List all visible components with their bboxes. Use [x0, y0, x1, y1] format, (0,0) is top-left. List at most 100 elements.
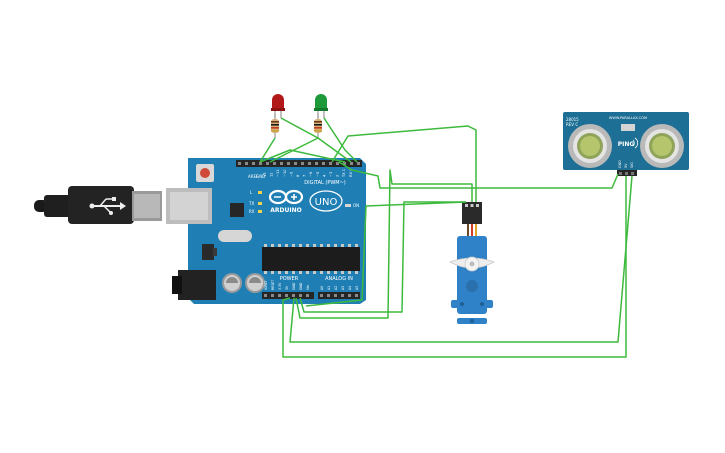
- power-pin-hole[interactable]: [299, 294, 302, 297]
- wire-servo-5v[interactable]: [295, 169, 473, 319]
- power-pin-hole[interactable]: [306, 294, 309, 297]
- wire-servo-gnd[interactable]: [299, 201, 466, 313]
- digital-pin-hole[interactable]: [280, 162, 283, 165]
- digital-pin-hole[interactable]: [343, 162, 346, 165]
- tx-led: [258, 202, 262, 205]
- sensor-pin-label: 5V: [624, 163, 628, 168]
- power-pin-label: IOREF: [264, 280, 268, 290]
- uno-badge: UNO: [309, 190, 343, 212]
- chip-pin: [292, 244, 295, 247]
- chip-pin: [327, 271, 330, 274]
- analog-pin-hole[interactable]: [327, 294, 330, 297]
- digital-pin-label: RX 0: [349, 168, 353, 177]
- digital-pin-hole[interactable]: [259, 162, 262, 165]
- digital-pin-hole[interactable]: [301, 162, 304, 165]
- power-pin-label: RESET: [271, 280, 275, 290]
- green-led[interactable]: [314, 94, 328, 118]
- digital-pin-label: ~9: [289, 171, 293, 177]
- digital-pin-hole[interactable]: [357, 162, 360, 165]
- wire-green-resistor-to-gnd[interactable]: [269, 137, 319, 163]
- arduino-brand-label: ARDUINO: [270, 207, 301, 214]
- power-pin-hole[interactable]: [278, 294, 281, 297]
- power-pin-hole[interactable]: [292, 294, 295, 297]
- analog-pin-hole[interactable]: [334, 294, 337, 297]
- wire-pin-to-servo-signal[interactable]: [331, 125, 477, 202]
- servo-motor[interactable]: [449, 202, 495, 324]
- chip-pin: [285, 271, 288, 274]
- wires: [259, 117, 633, 358]
- chip-pin: [299, 271, 302, 274]
- wire-ping-gnd[interactable]: [289, 175, 633, 343]
- analog-pin-label: A5: [355, 286, 359, 290]
- chip-pin: [341, 271, 344, 274]
- resistor-green-led[interactable]: [314, 114, 322, 138]
- voltage-regulator: [202, 244, 214, 260]
- digital-pin-label: 7: [303, 175, 307, 177]
- dc-power-jack[interactable]: [178, 270, 216, 300]
- power-header-label: POWER: [280, 276, 299, 282]
- arduino-logo-icon: [268, 189, 304, 205]
- chip-pin: [271, 244, 274, 247]
- digital-header[interactable]: [236, 160, 362, 167]
- chip-pin: [306, 244, 309, 247]
- digital-pin-hole[interactable]: [273, 162, 276, 165]
- digital-pin-label: ~3: [329, 172, 333, 177]
- digital-pin-hole[interactable]: [329, 162, 332, 165]
- servo-mount-tab: [451, 300, 493, 308]
- analog-pin-label: A3: [341, 286, 345, 290]
- digital-pin-hole[interactable]: [266, 162, 269, 165]
- resistor-red-led[interactable]: [271, 114, 279, 138]
- sensor-brand-label: WWW.PARALLAX.COM: [609, 116, 647, 120]
- chip-pin: [313, 244, 316, 247]
- servo-horn[interactable]: [449, 256, 495, 272]
- wire-ping-sig[interactable]: [338, 161, 619, 189]
- wire-servo-extra[interactable]: [305, 201, 467, 307]
- wire-gnd-rail[interactable]: [259, 149, 346, 163]
- l-label: L: [250, 190, 253, 195]
- power-pin-label: Vin: [306, 285, 310, 290]
- power-pin-hole[interactable]: [264, 294, 267, 297]
- capacitor-2: [245, 273, 265, 293]
- digital-pin-hole[interactable]: [336, 162, 339, 165]
- analog-pin-hole[interactable]: [341, 294, 344, 297]
- chip-pin: [299, 244, 302, 247]
- analog-header[interactable]: [318, 292, 360, 299]
- digital-pin-label: ~10: [283, 169, 287, 177]
- sensor-pin-label: SIG: [630, 162, 634, 168]
- digital-pin-label: 13: [263, 172, 267, 177]
- atmega-chip: [262, 247, 360, 271]
- digital-pin-hole[interactable]: [287, 162, 290, 165]
- usb-cable[interactable]: [34, 186, 162, 224]
- power-pin-label: 5V: [285, 285, 289, 290]
- chip-pin: [285, 244, 288, 247]
- digital-pin-hole[interactable]: [322, 162, 325, 165]
- digital-pin-hole[interactable]: [315, 162, 318, 165]
- on-label: ON: [353, 203, 359, 208]
- digital-pin-hole[interactable]: [294, 162, 297, 165]
- wire-green-led-to-pin[interactable]: [323, 117, 358, 163]
- digital-pin-hole[interactable]: [238, 162, 241, 165]
- red-led[interactable]: [271, 94, 285, 118]
- digital-pin-hole[interactable]: [252, 162, 255, 165]
- wire-ping-5v[interactable]: [282, 176, 627, 358]
- part-number-label: 28015: [566, 117, 579, 122]
- l-led: [258, 191, 262, 194]
- analog-pin-hole[interactable]: [355, 294, 358, 297]
- power-pin-hole[interactable]: [271, 294, 274, 297]
- digital-pin-hole[interactable]: [350, 162, 353, 165]
- analog-pin-hole[interactable]: [348, 294, 351, 297]
- power-pin-hole[interactable]: [285, 294, 288, 297]
- analog-pin-hole[interactable]: [320, 294, 323, 297]
- digital-pin-label: 4: [322, 174, 326, 177]
- analog-header-label: ANALOG IN: [325, 276, 353, 282]
- digital-pin-label: 12: [270, 172, 274, 177]
- chip-pin: [278, 244, 281, 247]
- wire-red-resistor-to-gnd[interactable]: [259, 137, 276, 163]
- digital-pin-hole[interactable]: [245, 162, 248, 165]
- servo-connector[interactable]: [462, 202, 482, 224]
- digital-pin-hole[interactable]: [308, 162, 311, 165]
- power-pin-label: GND: [292, 282, 296, 290]
